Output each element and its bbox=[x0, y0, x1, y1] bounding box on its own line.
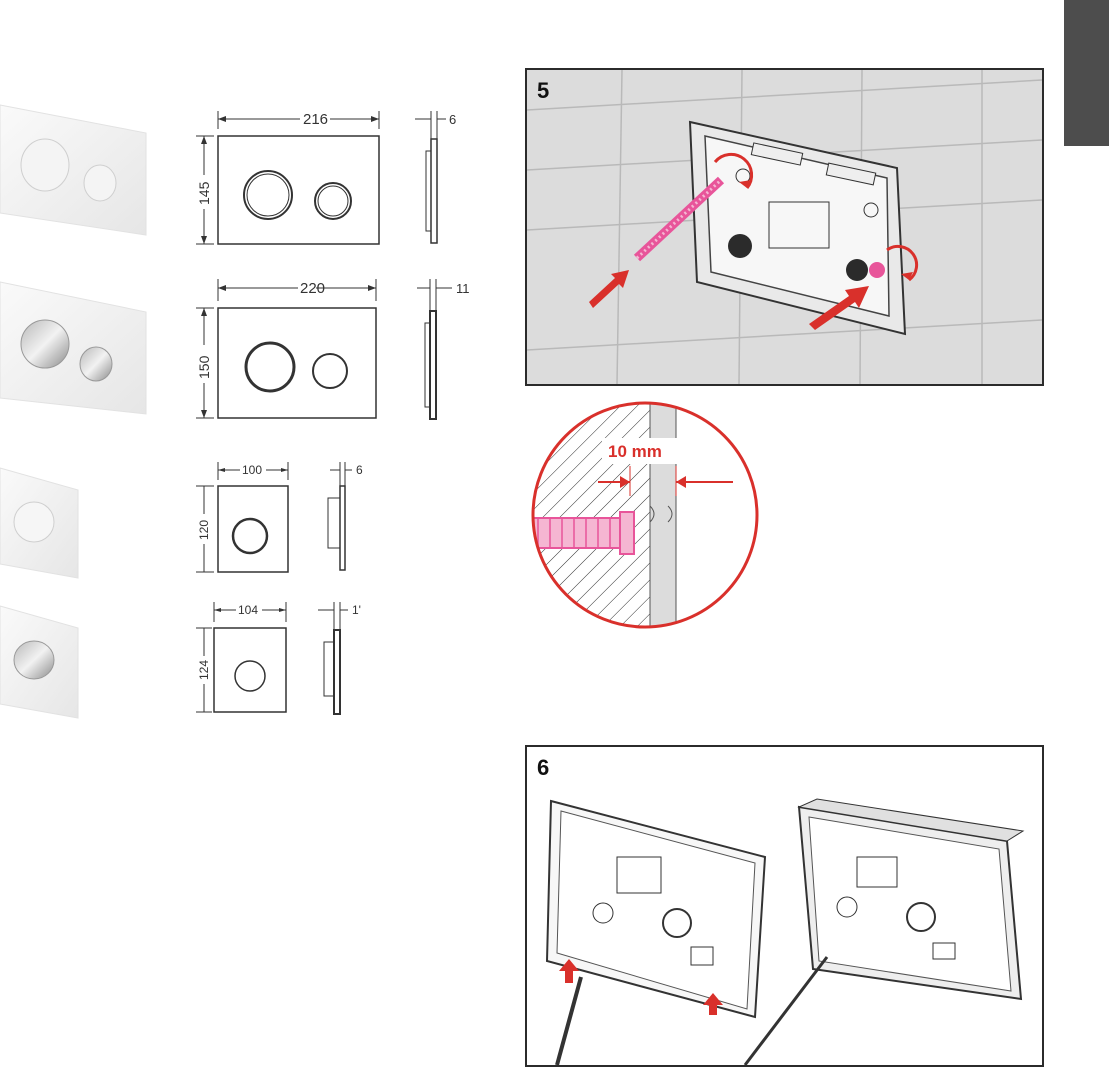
step-5-number: 5 bbox=[537, 78, 549, 104]
plate-3-height-label: 120 bbox=[197, 520, 211, 540]
plate-4-height-label: 124 bbox=[197, 660, 211, 680]
step-5-illustration: 5 bbox=[525, 68, 1044, 386]
plate-2-width-label: 220 bbox=[300, 280, 325, 297]
plate-2-height-label: 150 bbox=[196, 355, 212, 379]
plate-photo-3 bbox=[0, 460, 80, 580]
plate-3-width-label: 100 bbox=[242, 463, 262, 477]
dimension-drawing-1: 216 145 6 bbox=[190, 105, 480, 250]
dimension-drawing-2: 220 150 11 bbox=[190, 275, 480, 425]
step-6-number: 6 bbox=[537, 755, 549, 781]
plate-3-depth-label: 6 bbox=[356, 463, 363, 477]
plate-2-depth-label: 11 bbox=[456, 281, 470, 296]
plate-photo-2 bbox=[0, 278, 150, 418]
plate-1-width-label: 216 bbox=[303, 111, 328, 128]
step-6-drawing bbox=[527, 747, 1042, 1065]
step-5-drawing bbox=[527, 70, 1042, 384]
dimension-drawing-3: 100 120 6 bbox=[190, 458, 390, 578]
plate-photo-4 bbox=[0, 600, 80, 720]
plate-1-depth-label: 6 bbox=[449, 112, 456, 127]
anchor-depth-detail: 10 mm bbox=[528, 396, 763, 634]
plate-1-height-label: 145 bbox=[196, 181, 212, 205]
plate-photo-1 bbox=[0, 95, 150, 240]
chapter-tab bbox=[1064, 0, 1109, 146]
dimension-drawing-4: 104 124 1' bbox=[190, 598, 390, 723]
step-6-illustration: 6 bbox=[525, 745, 1044, 1067]
measure-label: 10 mm bbox=[608, 442, 662, 461]
plate-4-depth-label: 1' bbox=[352, 603, 361, 617]
plate-4-width-label: 104 bbox=[238, 603, 258, 617]
